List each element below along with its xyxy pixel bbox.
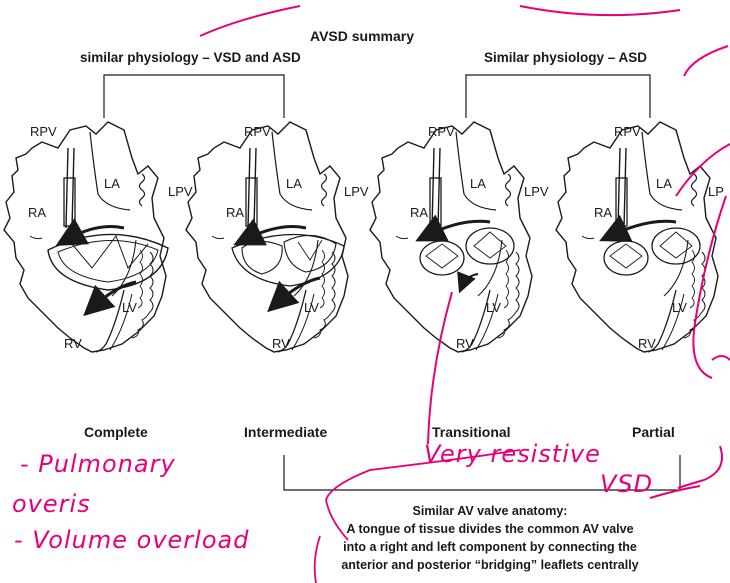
- label-lv: LV: [486, 300, 501, 315]
- note-heading: Similar AV valve anatomy:: [300, 502, 680, 520]
- caption-complete: Complete: [84, 424, 148, 440]
- label-rv: RV: [64, 336, 82, 351]
- label-lpv: LPV: [344, 184, 369, 199]
- handwritten-overis: overis: [12, 490, 91, 518]
- label-ra: RA: [226, 205, 244, 220]
- label-la: LA: [470, 176, 486, 191]
- caption-partial: Partial: [632, 424, 675, 440]
- valve-anatomy-note: Similar AV valve anatomy: A tongue of ti…: [300, 502, 680, 574]
- handwritten-very-resistive: Very resistive: [424, 440, 601, 468]
- label-ra: RA: [28, 205, 46, 220]
- label-rv: RV: [272, 336, 290, 351]
- label-rpv: RPV: [614, 124, 641, 139]
- handwritten-volume-overload: - Volume overload: [14, 526, 249, 554]
- label-ra: RA: [410, 205, 428, 220]
- label-la: LA: [286, 176, 302, 191]
- label-rv: RV: [456, 336, 474, 351]
- label-la: LA: [104, 176, 120, 191]
- label-rpv: RPV: [30, 124, 57, 139]
- label-rv: RV: [638, 336, 656, 351]
- caption-intermediate: Intermediate: [244, 424, 327, 440]
- label-rpv: RPV: [244, 124, 271, 139]
- label-lv: LV: [672, 300, 687, 315]
- label-ra: RA: [594, 205, 612, 220]
- caption-transitional: Transitional: [432, 424, 511, 440]
- bracket-label-asd: Similar physiology – ASD: [484, 50, 647, 65]
- label-lpv: LP: [708, 184, 724, 199]
- diagram-title: AVSD summary: [310, 28, 414, 44]
- label-lpv: LPV: [168, 184, 193, 199]
- note-line: A tongue of tissue divides the common AV…: [300, 520, 680, 538]
- note-line: into a right and left component by conne…: [300, 538, 680, 556]
- label-lv: LV: [122, 300, 137, 315]
- label-lv: LV: [304, 300, 319, 315]
- bracket-label-vsd-asd: similar physiology – VSD and ASD: [80, 50, 301, 65]
- handwritten-vsd: VSD: [600, 470, 653, 498]
- label-rpv: RPV: [428, 124, 455, 139]
- label-lpv: LPV: [524, 184, 549, 199]
- note-line: anterior and posterior “bridging” leafle…: [300, 556, 680, 574]
- handwritten-pulmonary: - Pulmonary: [20, 450, 176, 478]
- label-la: LA: [656, 176, 672, 191]
